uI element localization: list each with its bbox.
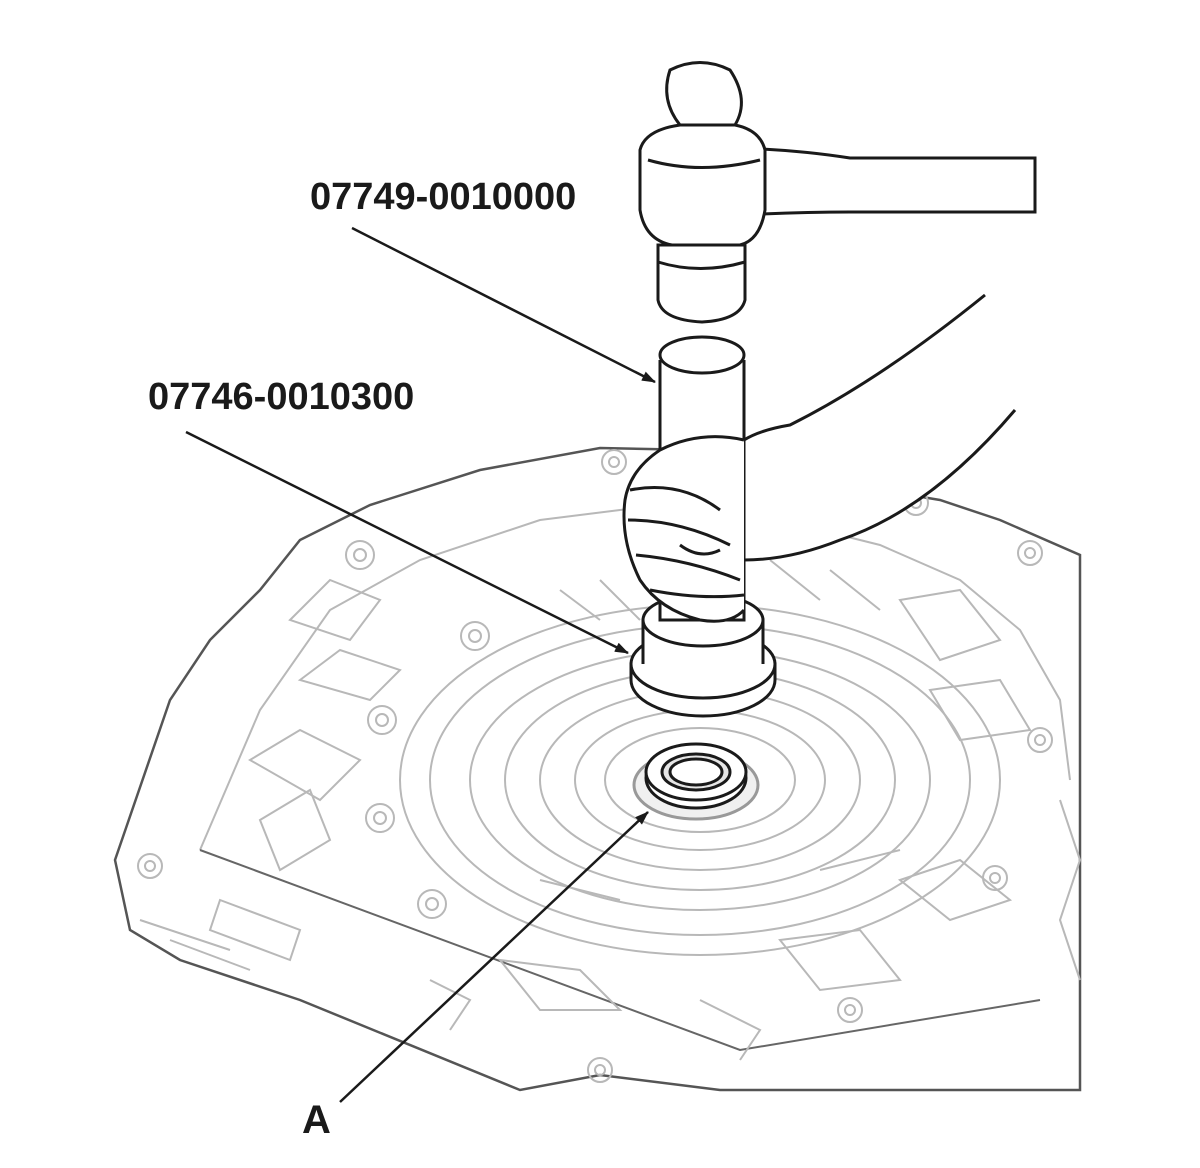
leader-attachment: [185, 430, 629, 655]
callout-attachment: 07746-0010300: [148, 376, 415, 418]
transmission-case: [113, 446, 1082, 1092]
hand: [622, 293, 1017, 623]
leader-seal-a: [339, 811, 649, 1103]
oil-seal-a: [632, 742, 760, 821]
hammer: [638, 61, 1037, 324]
callout-leaders: [185, 226, 656, 1103]
leader-driver-handle: [351, 226, 656, 384]
callout-seal-a: A: [302, 1098, 331, 1142]
callout-driver-handle: 07749-0010000: [310, 176, 577, 218]
